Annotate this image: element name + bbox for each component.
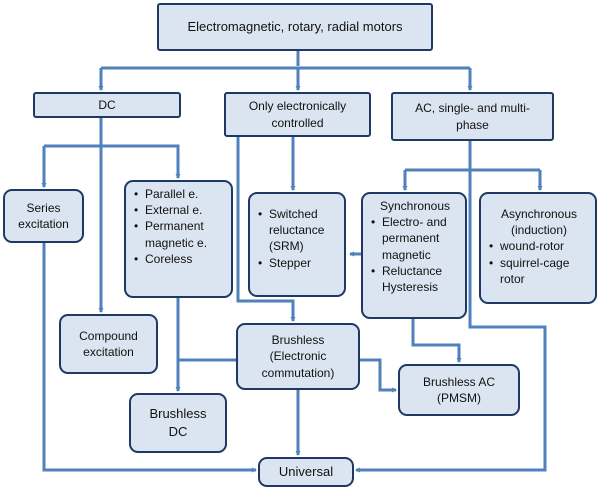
node-synchronous-title: Synchronous	[379, 199, 451, 213]
arrow-electronic-brushless	[236, 136, 296, 322]
bullet-external: External e.	[134, 202, 225, 218]
node-root: Electromagnetic, rotary, radial motors	[157, 3, 433, 51]
bullet-parallel: Parallel e.	[134, 186, 225, 202]
arrow-ac-universal	[356, 140, 547, 470]
bullet-wound-rotor: wound-rotor	[489, 238, 589, 254]
bullet-srm-line-2: reluctance	[269, 223, 325, 238]
node-brushless-ac-line-2: (PMSM)	[437, 391, 481, 405]
bullet-permanent-line-1: Permanent	[145, 219, 204, 234]
node-series-line-1: Series	[26, 200, 61, 215]
bullet-srm-line-1: Switched	[269, 207, 318, 221]
node-dc-label: DC	[98, 97, 116, 112]
node-root-label: Electromagnetic, rotary, radial motors	[187, 19, 403, 35]
node-asynchronous: Asynchronous (induction) wound-rotor squ…	[479, 192, 597, 304]
bullet-sc-line-1: squirrel-cage	[500, 255, 570, 270]
node-ac-line-1: AC, single- and multi-	[415, 101, 530, 116]
node-ac: AC, single- and multi- phase	[391, 92, 554, 141]
node-brushless-line-2: (Electronic	[269, 349, 327, 364]
bullet-rh-line-1: Reluctance	[382, 263, 443, 278]
bullet-permanent-line-2: magnetic e.	[145, 235, 208, 250]
node-async-line-2: (induction)	[510, 223, 568, 238]
node-brushless-dc-line-2: DC	[168, 424, 188, 439]
node-electronic-line-1: Only electronically	[248, 99, 347, 114]
arrow-root-dc	[101, 66, 470, 90]
node-brushless-dc-line-1: Brushless	[149, 406, 207, 422]
bullet-rh-line-2: Hysteresis	[382, 279, 439, 294]
node-brushless: Brushless (Electronic commutation)	[236, 323, 360, 390]
node-brushless-dc: Brushless DC	[129, 393, 227, 453]
node-universal: Universal	[258, 457, 354, 487]
node-dc: DC	[33, 92, 181, 118]
arrow-series-universal	[42, 241, 257, 473]
node-srm: Switched reluctance(SRM) Stepper	[248, 192, 346, 297]
bullet-stepper: Stepper	[258, 255, 338, 271]
node-brushless-ac-line-1: Brushless AC	[422, 374, 496, 389]
node-compound-line-2: excitation	[83, 345, 134, 359]
bullet-ep-line-3: magnetic	[382, 247, 431, 262]
node-ac-line-2: phase	[456, 117, 489, 132]
node-brushless-line-3: commutation)	[261, 365, 335, 380]
bullet-switched-reluctance: Switched reluctance(SRM)	[258, 206, 338, 255]
node-series-line-2: excitation	[18, 217, 69, 231]
arrow-dc-parallel	[44, 144, 181, 179]
node-parallel: Parallel e. External e. Permanentmagneti…	[124, 180, 233, 298]
bullet-ep-line-2: permanent	[382, 231, 440, 246]
node-universal-label: Universal	[278, 464, 334, 480]
node-brushless-line-1: Brushless	[271, 333, 325, 348]
node-compound-line-1: Compound	[79, 328, 138, 343]
bullet-ep-line-1: Electro- and	[382, 215, 447, 230]
bullet-sc-line-2: rotor	[500, 271, 525, 286]
node-async-line-1: Asynchronous	[500, 207, 578, 221]
arrow-sync-brushless-ac	[411, 318, 462, 363]
bullet-coreless: Coreless	[134, 251, 225, 267]
arrow-brushless-bac	[360, 358, 397, 393]
node-brushless-ac: Brushless AC (PMSM)	[398, 364, 520, 416]
node-electronic: Only electronically controlled	[224, 92, 371, 137]
node-electronic-line-2: controlled	[271, 115, 324, 130]
bullet-srm-line-3: (SRM)	[269, 239, 304, 254]
arrow-ac-sync	[405, 168, 540, 190]
node-compound: Compound excitation	[59, 314, 158, 374]
node-synchronous: Synchronous Electro- andpermanentmagneti…	[361, 192, 467, 319]
node-series: Series excitation	[3, 189, 84, 243]
